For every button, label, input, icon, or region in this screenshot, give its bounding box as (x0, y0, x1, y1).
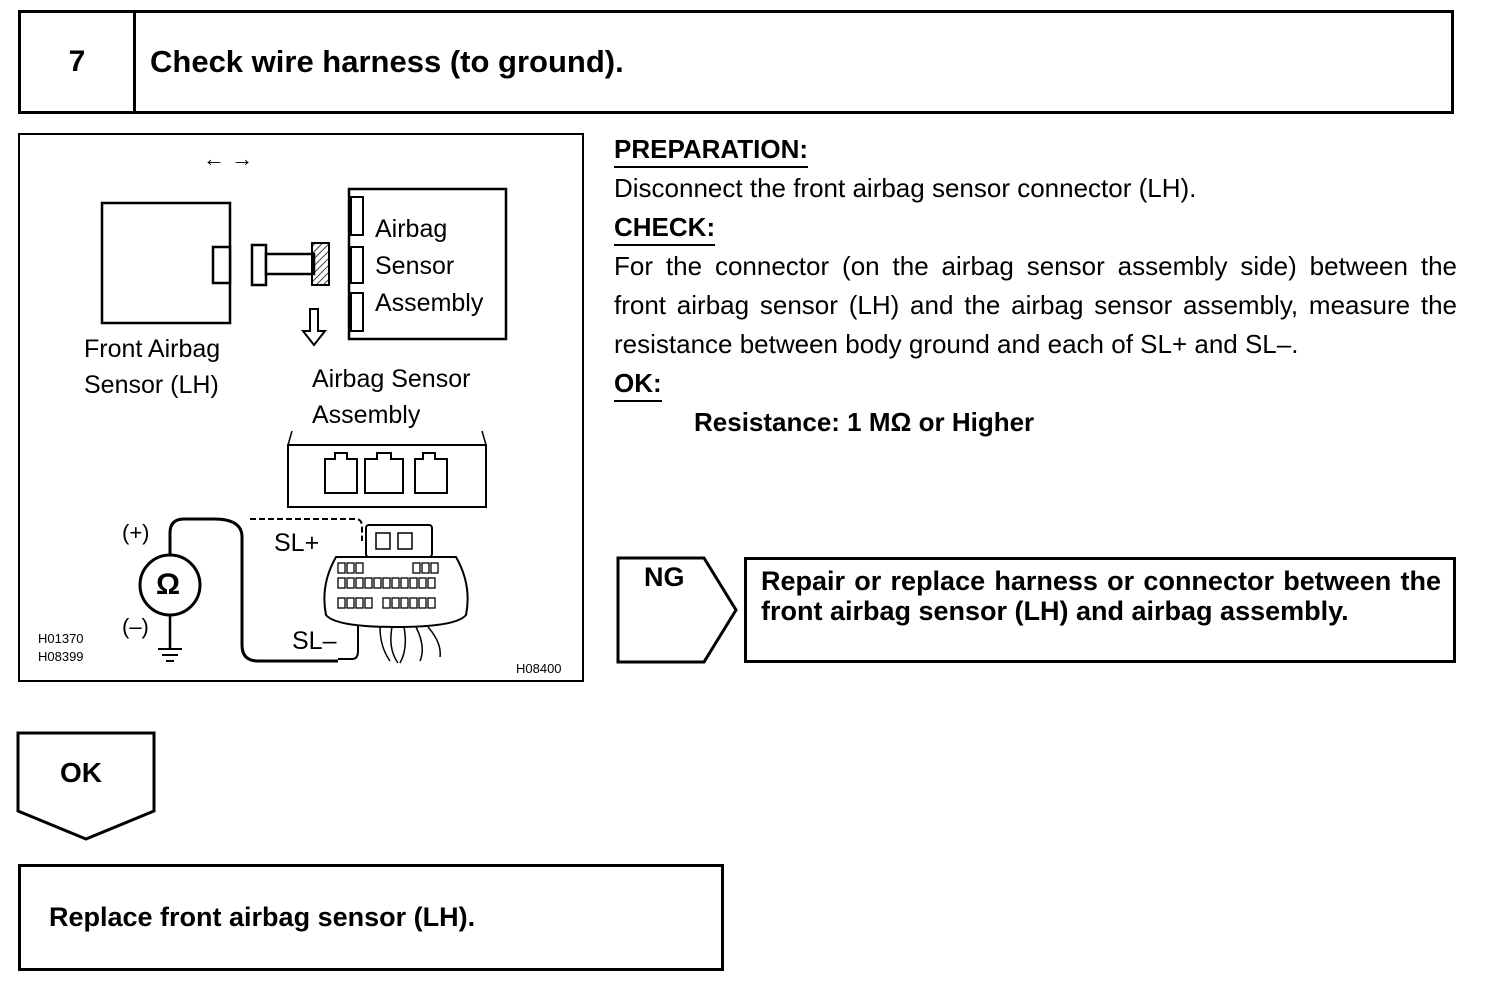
preparation-text: Disconnect the front airbag sensor conne… (614, 173, 1197, 203)
plug-body (250, 243, 268, 287)
connector-cavity-1 (324, 452, 358, 494)
assembly-label-line2: Assembly (312, 401, 421, 429)
connector-view-bracket (287, 430, 487, 446)
ng-arrow-box (616, 556, 738, 664)
ok-heading: OK: (614, 366, 662, 402)
front-sensor-label-line1: Front Airbag (84, 335, 221, 363)
ground-icon (158, 648, 182, 662)
figure-code-left-2: H08399 (38, 649, 84, 664)
procedure-text: PREPARATION: Disconnect the front airbag… (614, 130, 1457, 442)
connector-cavity-3 (414, 452, 448, 494)
plus-lead-wire (168, 517, 338, 663)
step-header: 7 Check wire harness (to ground). (18, 10, 1454, 114)
figure-code-right: H08400 (516, 661, 562, 676)
final-action-box: Replace front airbag sensor (LH). (18, 864, 724, 971)
preparation-heading: PREPARATION: (614, 132, 809, 168)
assembly-slot-2 (350, 246, 364, 284)
front-sensor-connector (211, 245, 232, 285)
plug-stem (264, 252, 316, 276)
connector-body (323, 556, 469, 629)
connector-wires (379, 626, 441, 664)
wiring-illustration: ← → Front Airbag Sensor (LH) Airbag Sens… (18, 133, 584, 682)
final-action-text: Replace front airbag sensor (LH). (49, 902, 476, 932)
ok-branch-label: OK (60, 757, 102, 788)
front-sensor-label-line2: Sensor (LH) (84, 371, 219, 399)
assembly-label-line1: Airbag Sensor (312, 365, 471, 393)
sl-plus-label: SL+ (274, 529, 320, 557)
assembly-slot-1 (350, 196, 364, 236)
check-heading: CHECK: (614, 210, 716, 246)
sl-minus-probe (338, 611, 359, 660)
plug-hatched-end (311, 242, 330, 286)
front-sensor-box (100, 201, 232, 325)
down-arrow-icon (300, 308, 328, 347)
assembly-slot-3 (350, 292, 364, 332)
wiring-diagram-drawing (100, 187, 508, 664)
assembly-box (347, 187, 508, 341)
connector-cavity-2 (364, 452, 404, 494)
assembly-box-label-line2: Sensor (375, 252, 455, 280)
assembly-box-label-line1: Airbag (375, 215, 448, 243)
ohm-symbol: Ω (156, 568, 181, 601)
arrows-label: ← → (203, 146, 254, 171)
plus-terminal-label: (+) (122, 520, 150, 545)
check-text: For the connector (on the airbag sensor … (614, 251, 1457, 359)
ng-label: NG (644, 562, 685, 592)
step-number: 7 (21, 13, 136, 111)
figure-code-left-1: H01370 (38, 631, 84, 646)
connector-view-box (287, 444, 487, 508)
ng-action-box: Repair or replace harness or connector b… (744, 557, 1456, 663)
ok-spec: Resistance: 1 MΩ or Higher (694, 407, 1035, 437)
ok-arrow-box (16, 731, 156, 841)
connector-terminals (337, 562, 439, 609)
assembly-box-label-line3: Assembly (375, 289, 484, 317)
step-title: Check wire harness (to ground). (150, 44, 624, 79)
minus-terminal-label: (–) (122, 614, 149, 639)
sl-minus-label: SL– (292, 627, 337, 655)
sl-plus-probe (250, 518, 363, 541)
